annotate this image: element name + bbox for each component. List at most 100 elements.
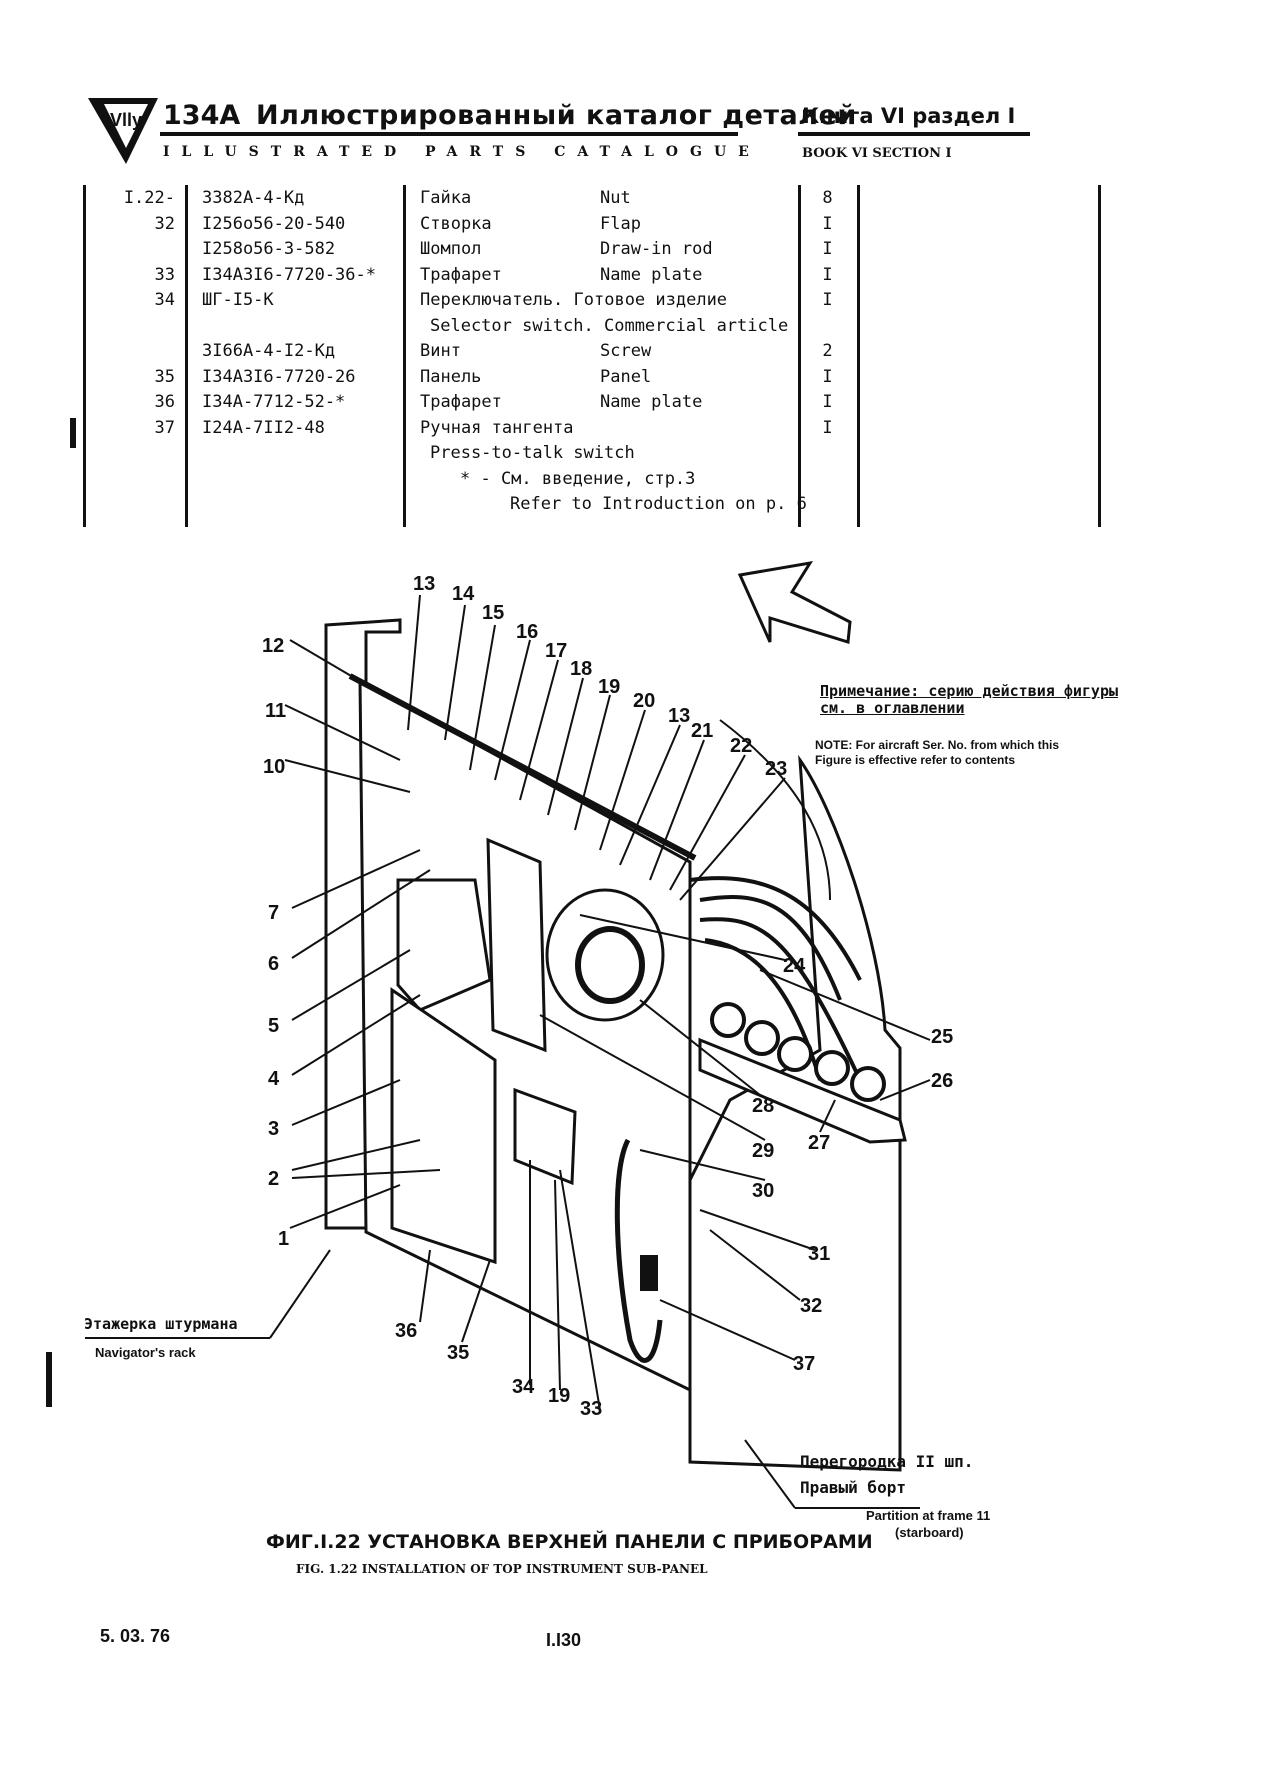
header-book-ru: Книга VI раздел I xyxy=(802,104,1016,128)
table-cell-name-ru: Ручная тангента xyxy=(420,417,574,438)
callout-number: 20 xyxy=(633,690,656,712)
table-cell-part: 3382А-4-Кд xyxy=(202,188,305,208)
table-cell-part: I256о56-20-540 xyxy=(202,213,346,234)
table-cell-part: I258о56-3-582 xyxy=(202,239,336,259)
margin-bar xyxy=(70,418,76,448)
callout-number: 34 xyxy=(512,1376,535,1398)
table-cell-name-en: Draw-in rod xyxy=(600,239,713,259)
margin-bar xyxy=(46,1352,52,1407)
table-cell-name-ru: Винт xyxy=(420,341,461,361)
note-ru: Примечание: серию действия фигуры см. в … xyxy=(820,682,1119,717)
header-title-ru: Иллюстрированный каталог деталей xyxy=(256,100,857,131)
navigator-rack-en: Navigator's rack xyxy=(95,1345,196,1360)
table-cell-qty: I xyxy=(822,213,833,234)
logo-icon: Vlly xyxy=(88,98,158,164)
table-cell-qty: I xyxy=(822,417,833,438)
callout-number: 12 xyxy=(262,635,285,657)
table-cell-qty: I xyxy=(822,264,833,285)
table-divider xyxy=(185,185,188,527)
press-to-talk-cable xyxy=(614,1138,663,1363)
header-book-rule xyxy=(798,132,1030,136)
table-cell-part: 3I66A-4-I2-Кд xyxy=(202,341,336,361)
callout-number: 18 xyxy=(570,658,593,680)
table-divider xyxy=(798,185,801,527)
partition-en-2: (starboard) xyxy=(895,1525,964,1540)
table-cell-name-en: Name plate xyxy=(600,264,703,285)
callout-number: 27 xyxy=(808,1132,831,1154)
table-cell-fig: 35 xyxy=(154,366,175,387)
header-logo: Vlly xyxy=(88,96,160,166)
callout-number: 19 xyxy=(548,1385,571,1407)
table-cell-name-ru: Гайка xyxy=(420,188,472,208)
instrument-switch-plate xyxy=(513,1087,577,1186)
callout-number: 31 xyxy=(808,1243,831,1265)
table-cell-fig: 34 xyxy=(154,290,175,310)
table-row: Refer to Introduction on p. 6 xyxy=(80,494,1110,518)
table-cell-qty: I xyxy=(822,290,833,310)
callout-number: 2 xyxy=(268,1168,280,1190)
callout-number: 30 xyxy=(752,1180,775,1202)
instrument-lower-block xyxy=(390,987,497,1265)
table-cell-qty: I xyxy=(822,366,833,387)
table-cell-name-ru: * - См. введение, стр.3 xyxy=(460,468,696,489)
leader-lines xyxy=(85,594,931,1509)
top-panel-edge xyxy=(348,673,697,861)
callout-number: 11 xyxy=(265,700,287,722)
table-cell-qty: I xyxy=(822,392,833,412)
table-cell-name-en: Name plate xyxy=(600,392,703,412)
table-row: 37 I24A-7II2-48 Ручная тангента I xyxy=(80,418,1110,442)
callout-number: 21 xyxy=(691,720,714,742)
callout-number: 24 xyxy=(783,955,806,977)
table-cell-qty: I xyxy=(822,239,833,259)
header-model: 134A xyxy=(163,100,241,131)
callout-number: 22 xyxy=(730,735,753,757)
table-divider xyxy=(1098,185,1101,527)
instrument-middle xyxy=(486,837,547,1053)
callout-number: 23 xyxy=(765,758,788,780)
callout-number: 4 xyxy=(268,1068,280,1090)
table-cell-fig: 37 xyxy=(154,417,175,438)
press-to-talk-switch-icon xyxy=(640,1255,658,1291)
table-cell-name-ru: Створка xyxy=(420,213,492,234)
cable-bundle xyxy=(689,876,862,1081)
table-row: Selector switch. Commercial article xyxy=(80,316,1110,340)
callout-number: 26 xyxy=(931,1070,954,1092)
callout-number: 33 xyxy=(580,1398,603,1420)
callout-number: 25 xyxy=(931,1026,954,1048)
figure-caption-en: FIG. 1.22 INSTALLATION OF TOP INSTRUMENT… xyxy=(296,1562,708,1576)
partition-en-1: Partition at frame 11 xyxy=(866,1508,991,1523)
table-cell-qty: 2 xyxy=(822,341,833,361)
table-cell-part: I34A3I6-7720-36-* xyxy=(202,264,376,285)
table-cell-name-en: Panel xyxy=(600,366,652,387)
callout-number: 37 xyxy=(793,1353,816,1375)
callout-number: 36 xyxy=(395,1320,418,1342)
table-cell-part: I24A-7II2-48 xyxy=(202,417,325,438)
callout-number: 10 xyxy=(263,756,286,778)
callout-number: 7 xyxy=(268,902,280,924)
callout-number: 16 xyxy=(516,621,539,643)
note-en: NOTE: For aircraft Ser. No. from which t… xyxy=(815,738,1060,767)
header-title-en: ILLUSTRATED PARTS CATALOGUE xyxy=(163,144,761,160)
speaker-cone xyxy=(575,926,645,1004)
table-cell-fig: 36 xyxy=(154,392,175,412)
table-cell-name-ru: Press-to-talk switch xyxy=(430,443,635,463)
connector-rail xyxy=(698,1037,907,1144)
callout-number: 13 xyxy=(413,573,436,595)
callout-number: 15 xyxy=(482,602,505,624)
table-cell-part: I34A-7712-52-* xyxy=(202,392,346,412)
footer-page: I.I30 xyxy=(546,1630,582,1650)
connectors xyxy=(710,1002,886,1102)
table-cell-fig: 32 xyxy=(154,213,175,234)
callout-number: 1 xyxy=(278,1228,290,1250)
table-cell-fig: 33 xyxy=(154,264,175,285)
callout-number: 6 xyxy=(268,953,280,975)
partition-ru-1: Перегородка II шп. xyxy=(800,1452,974,1471)
